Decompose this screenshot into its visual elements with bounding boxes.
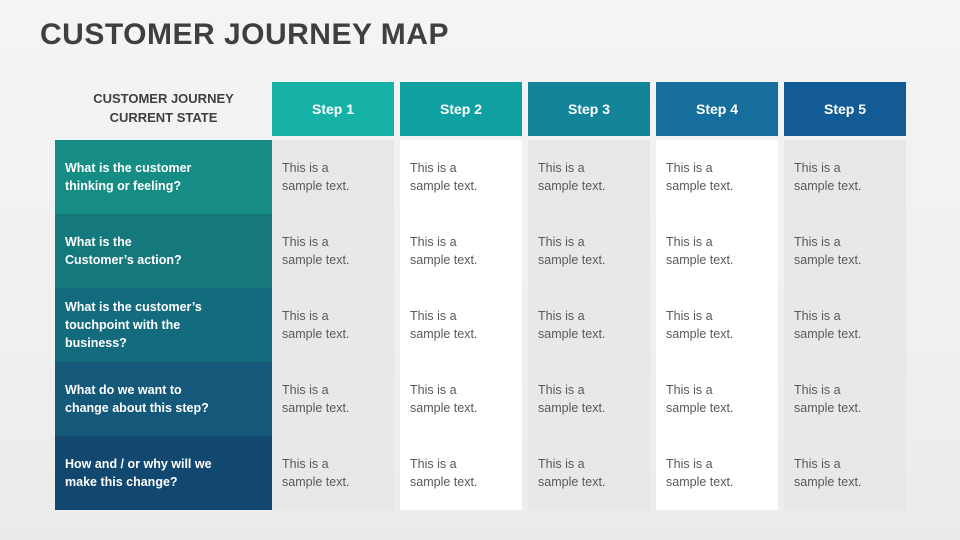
table-cell: This is a sample text.	[794, 160, 862, 193]
table-cell: This is a sample text.	[538, 456, 606, 489]
column-step-1: This is a sample text. This is a sample …	[272, 140, 394, 510]
column-header-step-5: Step 5	[784, 82, 906, 136]
table-cell: This is a sample text.	[666, 456, 734, 489]
table-cell: This is a sample text.	[666, 308, 734, 341]
column-step-5: This is a sample text. This is a sample …	[784, 140, 906, 510]
table-cell: This is a sample text.	[410, 456, 478, 489]
table-cell: This is a sample text.	[282, 456, 350, 489]
table-cell: This is a sample text.	[282, 234, 350, 267]
table-header-row: CUSTOMER JOURNEY CURRENT STATE Step 1 St…	[55, 82, 906, 136]
column-header-step-3: Step 3	[528, 82, 650, 136]
column-step-3: This is a sample text. This is a sample …	[528, 140, 650, 510]
slide-title: CUSTOMER JOURNEY MAP	[40, 18, 449, 51]
table-cell: This is a sample text.	[794, 456, 862, 489]
table-cell: This is a sample text.	[410, 308, 478, 341]
table-cell: This is a sample text.	[410, 160, 478, 193]
table-cell: This is a sample text.	[666, 234, 734, 267]
column-step-4: This is a sample text. This is a sample …	[656, 140, 778, 510]
row-label-customer-action: What is the Customer’s action?	[55, 214, 272, 288]
row-label-how-why-change: How and / or why will we make this chang…	[55, 436, 272, 510]
table-cell: This is a sample text.	[282, 308, 350, 341]
table-cell: This is a sample text.	[538, 160, 606, 193]
corner-header: CUSTOMER JOURNEY CURRENT STATE	[93, 91, 234, 125]
table-cell: This is a sample text.	[282, 382, 350, 415]
column-header-step-1: Step 1	[272, 82, 394, 136]
row-label-column: What is the customer thinking or feeling…	[55, 140, 272, 510]
column-header-step-4: Step 4	[656, 82, 778, 136]
table-cell: This is a sample text.	[410, 382, 478, 415]
table-body: What is the customer thinking or feeling…	[55, 140, 906, 510]
table-cell: This is a sample text.	[538, 234, 606, 267]
table-cell: This is a sample text.	[538, 308, 606, 341]
table-cell: This is a sample text.	[410, 234, 478, 267]
customer-journey-table: CUSTOMER JOURNEY CURRENT STATE Step 1 St…	[55, 82, 906, 510]
table-cell: This is a sample text.	[538, 382, 606, 415]
column-step-2: This is a sample text. This is a sample …	[400, 140, 522, 510]
column-header-step-2: Step 2	[400, 82, 522, 136]
table-cell: This is a sample text.	[794, 382, 862, 415]
table-cell: This is a sample text.	[794, 308, 862, 341]
row-label-change-step: What do we want to change about this ste…	[55, 362, 272, 436]
table-cell: This is a sample text.	[666, 382, 734, 415]
table-cell: This is a sample text.	[666, 160, 734, 193]
row-label-thinking-feeling: What is the customer thinking or feeling…	[55, 140, 272, 214]
row-label-touchpoint: What is the customer’s touchpoint with t…	[55, 288, 272, 362]
table-cell: This is a sample text.	[282, 160, 350, 193]
table-cell: This is a sample text.	[794, 234, 862, 267]
